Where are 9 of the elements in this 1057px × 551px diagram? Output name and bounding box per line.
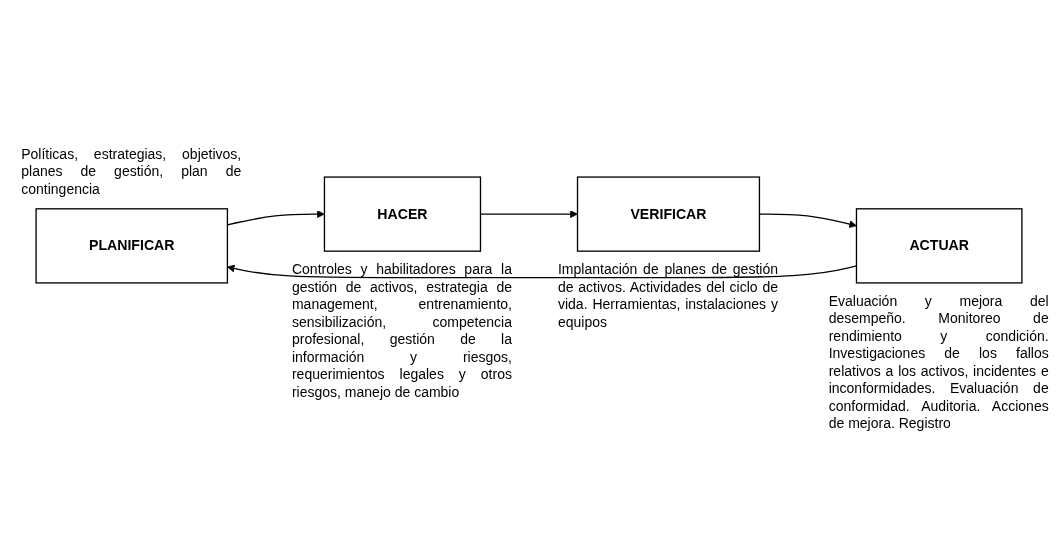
description-text: Controles y habilitadores para la gestión de activos, estrategia de management, entrenamiento, sensibilización, competencia profesional, gestión de la información y riesgos, requerimientos legales y otros riesgos, manejo de cambio — [291, 261, 512, 402]
description-text: Políticas, estrategias, objetivos, planes de gestión, plan de contingencia — [21, 145, 242, 199]
node-box: PLANIFICAR — [34, 208, 228, 284]
description-text: Evaluación y mejora del desempeño. Monitoreo de rendimiento y condición. Investigaciones de los fallos relativos a los activos, incidentes e inconformidades. Evaluación de conformidad. Auditoria. Acciones de mejora. Registro — [828, 292, 1049, 433]
arrow — [479, 210, 578, 218]
description-text: Implantación de planes de gestión de activos. Actividades del ciclo de vida. Herramientas, instalaciones y equipos — [557, 261, 778, 332]
node-box: VERIFICAR — [576, 176, 760, 252]
node-box: HACER — [323, 176, 481, 252]
node-box: ACTUAR — [855, 208, 1023, 284]
